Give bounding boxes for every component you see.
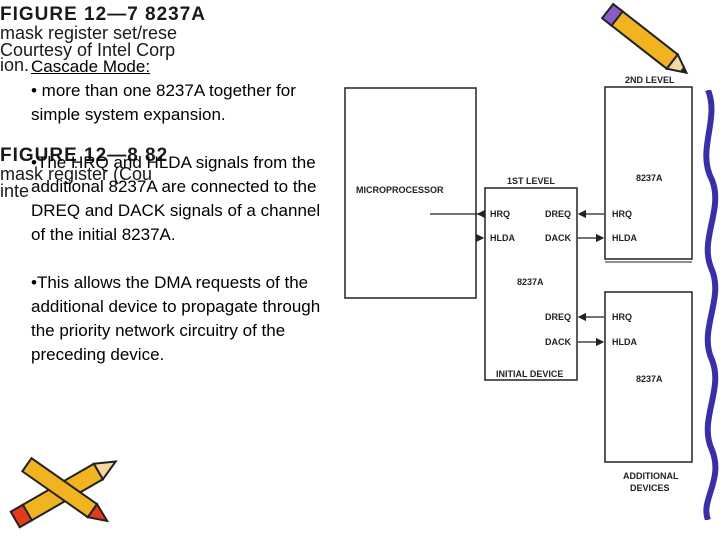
bullet-item: • more than one 8237A together for simpl… xyxy=(31,81,296,124)
hlda-label: HLDA xyxy=(612,233,637,243)
background-caption-line: ion. xyxy=(0,55,30,75)
dreq-label: DREQ xyxy=(545,312,571,322)
additional-device-box xyxy=(604,291,693,463)
dreq-label: DREQ xyxy=(545,209,571,219)
microprocessor-label: MICROPROCESSOR xyxy=(356,185,444,195)
background-caption-line: FIGURE 12—7 8237A xyxy=(0,4,207,25)
first-level-label: 1ST LEVEL xyxy=(507,176,556,186)
bullet-item: •This allows the DMA requests of the add… xyxy=(31,273,321,364)
second-level-label: 2ND LEVEL xyxy=(625,75,675,85)
chip-label: 8237A xyxy=(517,277,544,287)
hlda-label: HLDA xyxy=(490,233,515,243)
background-caption-line: Courtesy of Intel Corp xyxy=(0,40,176,60)
additional-devices-label: DEVICES xyxy=(630,483,670,493)
additional-devices-label: ADDITIONAL xyxy=(623,471,679,481)
microprocessor-box xyxy=(344,87,477,299)
decorative-edge-wave xyxy=(703,90,719,520)
hrq-label: HRQ xyxy=(490,209,510,219)
background-caption-line: mask register set/rese xyxy=(0,23,178,43)
chip-label: 8237A xyxy=(636,173,663,183)
hlda-label: HLDA xyxy=(612,337,637,347)
bullet-item: •The HRQ and HLDA signals from the addit… xyxy=(31,153,321,244)
chip-label: 8237A xyxy=(636,374,663,384)
background-caption-line: mask register (Cou xyxy=(0,164,153,184)
slide-body: Cascade Mode: • more than one 8237A toge… xyxy=(31,55,331,391)
pencil-icon xyxy=(600,2,689,75)
initial-device-box xyxy=(484,187,578,381)
hrq-label: HRQ xyxy=(612,312,632,322)
second-level-box xyxy=(604,86,693,260)
background-caption-line: FIGURE 12—8 82 xyxy=(0,145,169,166)
initial-device-label: INITIAL DEVICE xyxy=(496,369,563,379)
hrq-label: HRQ xyxy=(612,209,632,219)
slide-title: Cascade Mode: xyxy=(31,57,151,76)
dack-label: DACK xyxy=(545,337,571,347)
pencil-icon xyxy=(9,456,118,529)
dack-label: DACK xyxy=(545,233,571,243)
background-caption-line: inte xyxy=(0,181,30,201)
